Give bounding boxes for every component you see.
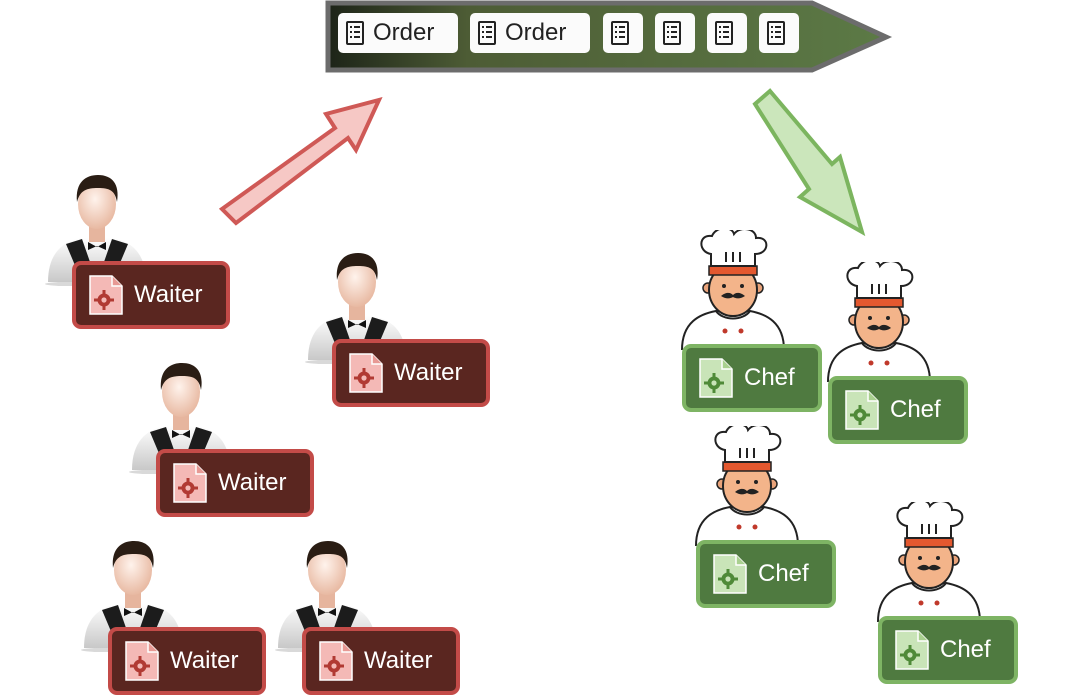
chef-badge: Chef — [682, 344, 822, 412]
receipt-icon — [715, 21, 733, 45]
waiter-label: Waiter — [394, 359, 463, 386]
gear-document-icon — [698, 357, 734, 399]
receipt-icon — [611, 21, 629, 45]
receipt-icon — [767, 21, 785, 45]
waiter-label: Waiter — [364, 647, 433, 674]
gear-document-icon — [844, 389, 880, 431]
gear-document-icon — [348, 352, 384, 394]
order-chip-label: Order — [373, 19, 435, 46]
gear-document-icon — [172, 462, 208, 504]
waiter-label: Waiter — [170, 647, 239, 674]
waiter-badge: Waiter — [156, 449, 314, 517]
waiter-label: Waiter — [218, 469, 287, 496]
chef-badge: Chef — [828, 376, 968, 444]
receipt-icon — [478, 21, 496, 45]
gear-document-icon — [318, 640, 354, 682]
order-chip — [603, 13, 643, 53]
chef-icon — [692, 426, 802, 546]
chef-label: Chef — [940, 636, 991, 663]
order-chip: Order — [470, 13, 590, 53]
arrow-waiters-to-queue — [218, 96, 383, 226]
gear-document-icon — [894, 629, 930, 671]
chef-label: Chef — [744, 364, 795, 391]
waiter-badge: Waiter — [72, 261, 230, 329]
gear-document-icon — [712, 553, 748, 595]
waiter-badge: Waiter — [332, 339, 490, 407]
chef-icon — [678, 230, 788, 350]
order-chip: Order — [338, 13, 458, 53]
order-chip — [759, 13, 799, 53]
receipt-icon — [663, 21, 681, 45]
waiter-label: Waiter — [134, 281, 203, 308]
gear-document-icon — [88, 274, 124, 316]
chef-badge: Chef — [696, 540, 836, 608]
chef-label: Chef — [758, 560, 809, 587]
chef-badge: Chef — [878, 616, 1018, 684]
gear-document-icon — [124, 640, 160, 682]
chef-icon — [824, 262, 934, 382]
order-chip-label: Order — [505, 19, 567, 46]
waiter-badge: Waiter — [108, 627, 266, 695]
order-chip — [707, 13, 747, 53]
arrow-queue-to-chefs — [752, 88, 866, 237]
order-chip — [655, 13, 695, 53]
chef-icon — [874, 502, 984, 622]
waiter-badge: Waiter — [302, 627, 460, 695]
receipt-icon — [346, 21, 364, 45]
chef-label: Chef — [890, 396, 941, 423]
